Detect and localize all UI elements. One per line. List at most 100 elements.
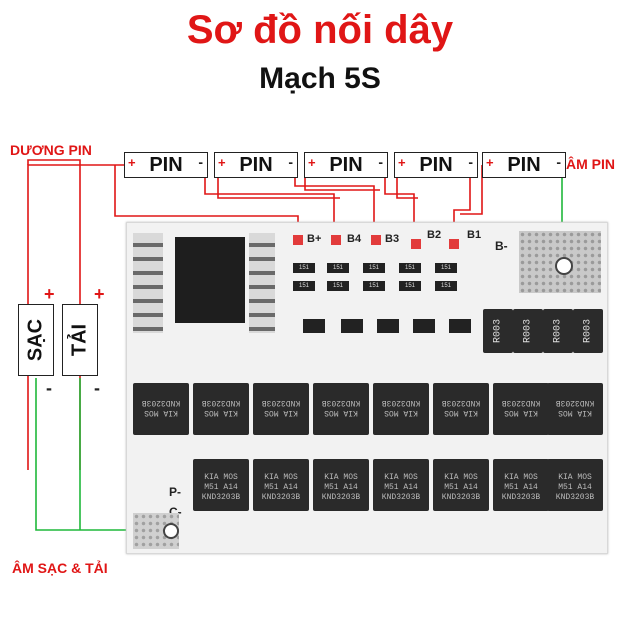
cell-label: PIN [507, 154, 541, 176]
duong-pin-label: DƯƠNG PIN [10, 142, 92, 158]
pad-b4 [331, 235, 341, 245]
am-sac-tai-label: ÂM SẠC & TẢI [12, 560, 108, 576]
resistor-r003-label: R003 [552, 318, 564, 344]
load-box: TẢI [62, 304, 98, 376]
resistor-151: 151 [363, 281, 385, 291]
cell-label: PIN [239, 154, 273, 176]
cell-label: PIN [149, 154, 183, 176]
resistor-151: 151 [435, 263, 457, 273]
page-title: Sơ đồ nối dây [186, 8, 454, 52]
resistor-r003-label: R003 [582, 318, 594, 344]
cell-plus: + [486, 155, 494, 170]
load-label: TẢI [68, 323, 91, 357]
bms-board: B+ B4 B3 B2 B1 B- 151 151 151 151 151 15… [126, 222, 608, 554]
cell-minus: - [288, 154, 293, 170]
charger-plus: + [44, 284, 55, 304]
resistor-r003: R003 [513, 309, 543, 353]
bminus-pad [519, 231, 601, 293]
cell-label: PIN [419, 154, 453, 176]
resistor-151: 151 [435, 281, 457, 291]
battery-cell-3: + PIN - [304, 152, 388, 178]
page-subtitle: Mạch 5S [259, 62, 381, 95]
pad-bplus [293, 235, 303, 245]
pminus-pad [133, 513, 179, 549]
smd-transistor [449, 319, 471, 333]
charger-label: SẠC [24, 318, 47, 362]
smd-transistor [413, 319, 435, 333]
pad-b1 [449, 239, 459, 249]
wire-am-sac [35, 378, 168, 531]
resistor-r003: R003 [573, 309, 603, 353]
resistor-151: 151 [293, 281, 315, 291]
charger-box: SẠC [18, 304, 54, 376]
cell-minus: - [468, 154, 473, 170]
battery-cell-1: + PIN - [124, 152, 208, 178]
pminus-hole [163, 523, 179, 539]
battery-cell-5: + PIN - [482, 152, 566, 178]
smd-transistor [303, 319, 325, 333]
resistor-151: 151 [399, 263, 421, 273]
battery-cell-2: + PIN - [214, 152, 298, 178]
pad-bplus-label: B+ [307, 233, 322, 245]
load-plus: + [94, 284, 105, 304]
smd-transistor [341, 319, 363, 333]
wire-b4 [204, 165, 335, 238]
wire-b2 [384, 165, 415, 232]
cell-plus: + [308, 155, 316, 170]
resistor-r003-label: R003 [492, 318, 504, 344]
cell-label: PIN [329, 154, 363, 176]
cell-plus: + [128, 155, 136, 170]
pad-b4-label: B4 [347, 233, 362, 245]
pad-b2-label: B2 [427, 229, 442, 241]
pad-b1-label: B1 [467, 229, 482, 241]
resistor-r003: R003 [543, 309, 573, 353]
smd-column-left [133, 233, 163, 333]
resistor-r003-label: R003 [522, 318, 534, 344]
cell-plus: + [398, 155, 406, 170]
battery-cell-4: + PIN - [394, 152, 478, 178]
resistor-151: 151 [327, 281, 349, 291]
pad-b2 [411, 239, 421, 249]
cell-minus: - [198, 154, 203, 170]
charger-minus: - [46, 378, 52, 398]
resistor-151: 151 [399, 281, 421, 291]
resistor-151: 151 [363, 263, 385, 273]
resistor-151: 151 [327, 263, 349, 273]
cell-plus: + [218, 155, 226, 170]
bminus-hole [555, 257, 573, 275]
cell-minus: - [378, 154, 383, 170]
smd-column-right [249, 233, 275, 333]
resistor-151: 151 [293, 263, 315, 273]
resistor-r003: R003 [483, 309, 513, 353]
smd-transistor [377, 319, 399, 333]
wire-b1b [460, 165, 483, 215]
pad-b3-label: B3 [385, 233, 400, 245]
ic-chip [175, 237, 245, 323]
